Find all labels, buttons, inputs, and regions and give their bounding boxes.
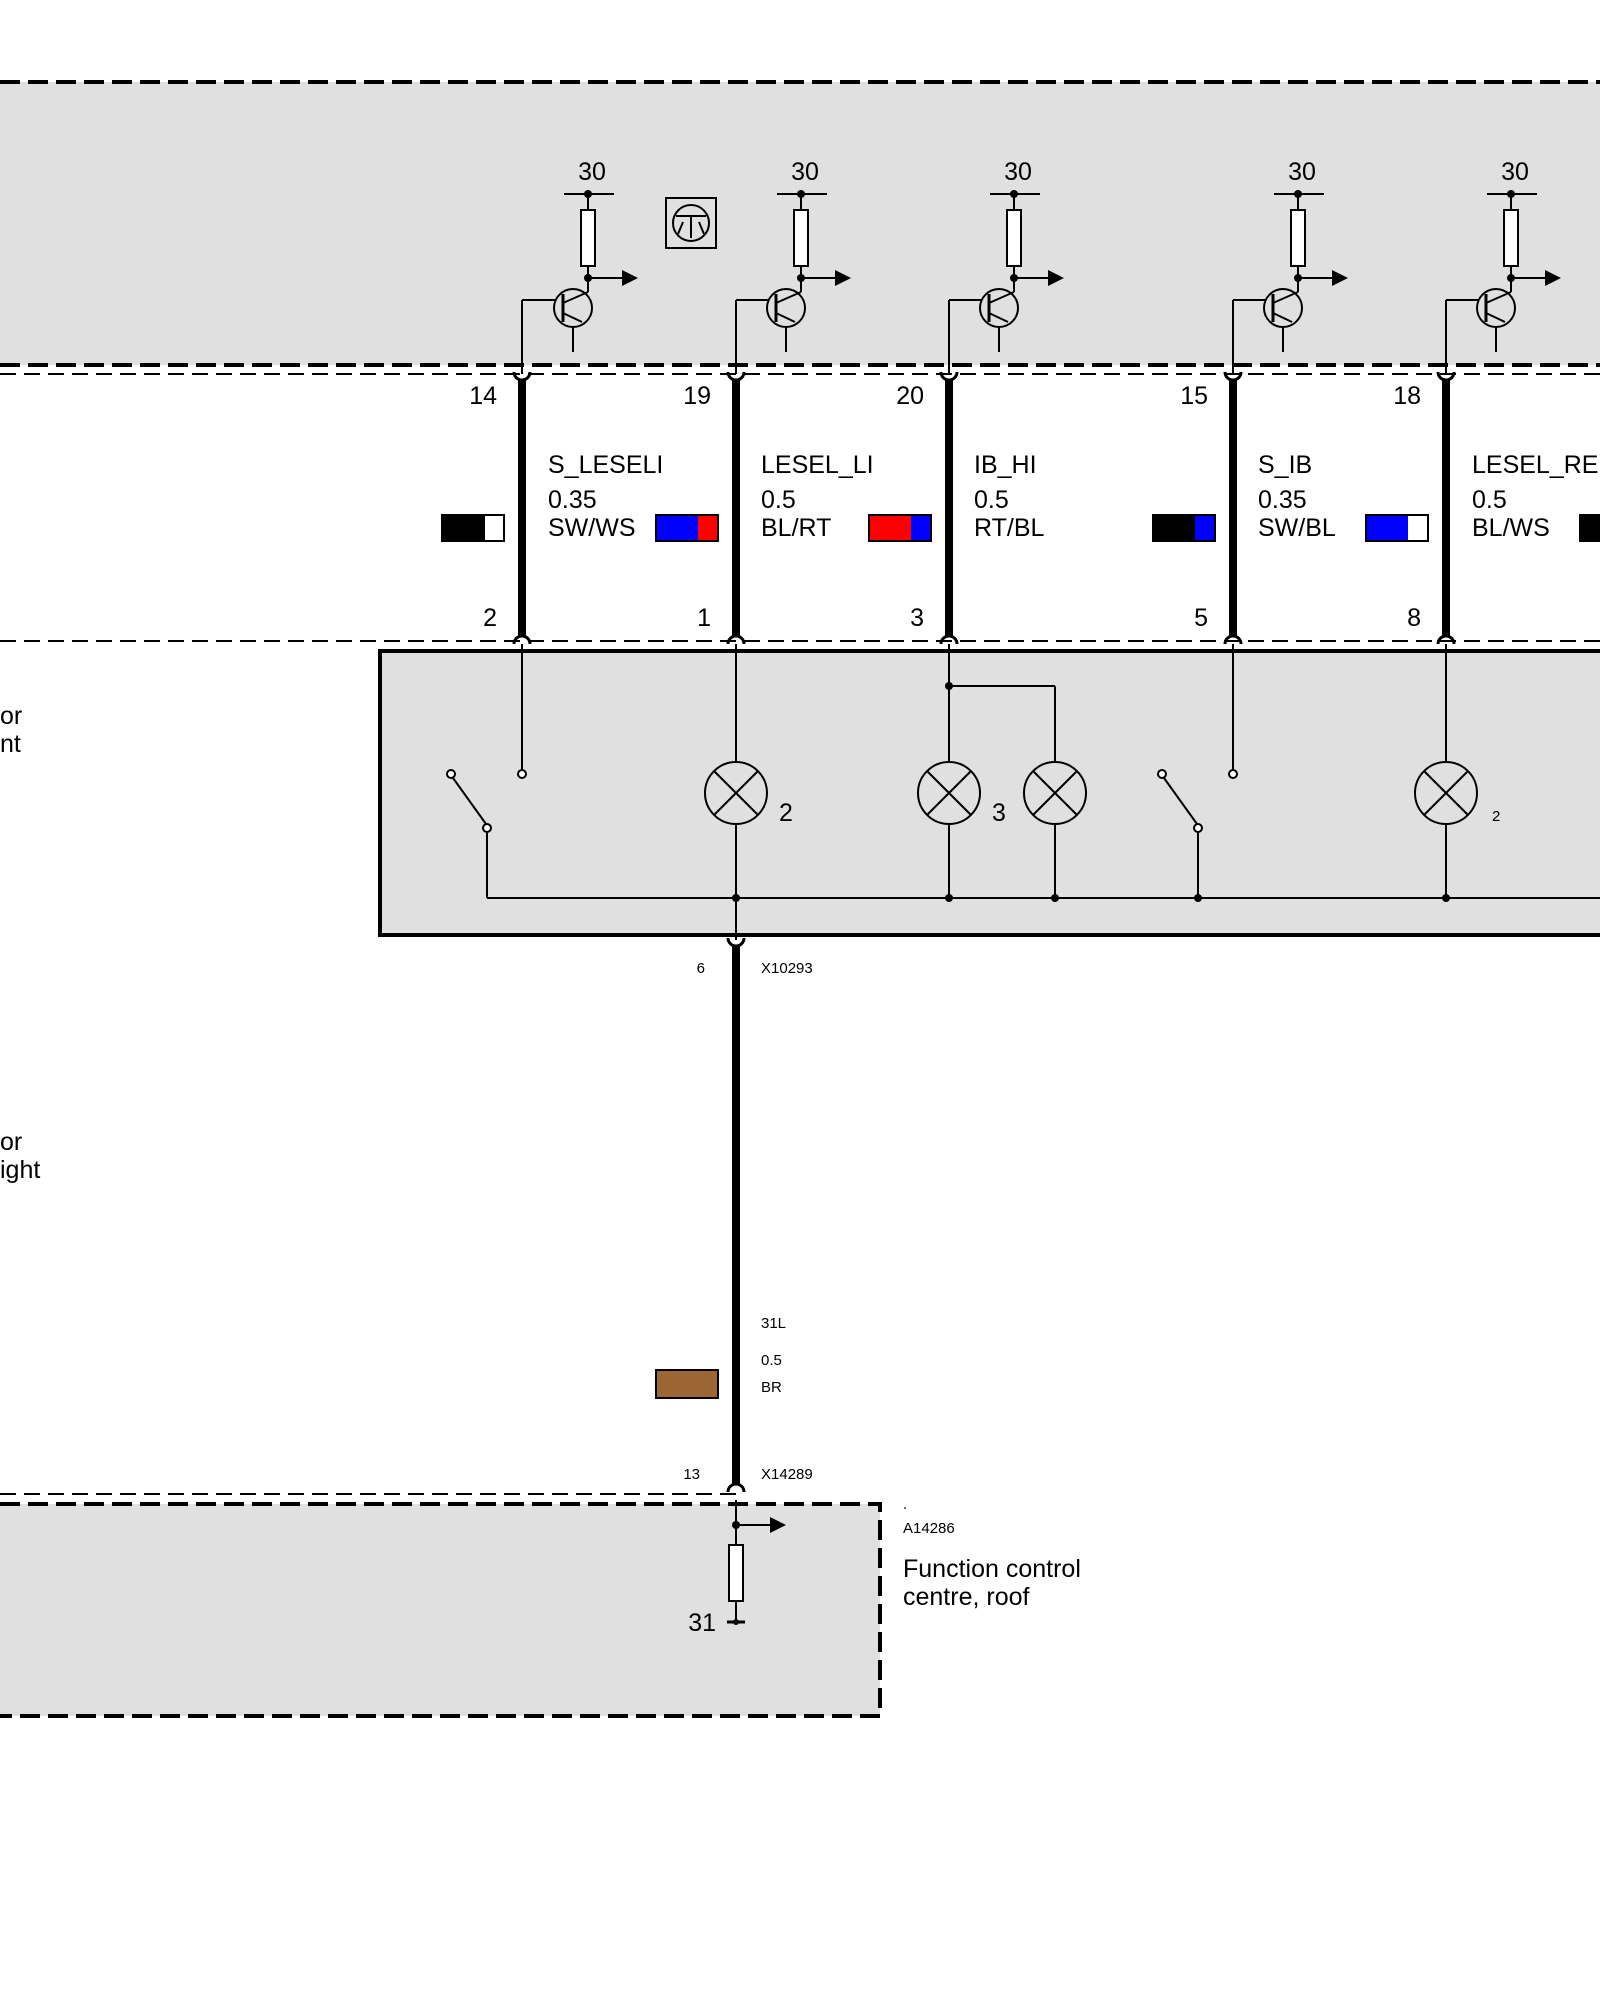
roof-module-box <box>0 1504 880 1716</box>
lamp-label-3: 3 <box>992 799 1006 827</box>
ground-color: BR <box>761 1379 782 1396</box>
wire-label-1: S_LESELI 0.35 SW/WS <box>548 451 663 542</box>
svg-text:S_IB: S_IB <box>1258 451 1312 479</box>
roof-module-name-line2: centre, roof <box>903 1583 1030 1611</box>
pin-bottom-1: 2 <box>483 604 497 632</box>
left-label-1-line1: or <box>0 702 22 730</box>
svg-text:LESEL_LI: LESEL_LI <box>761 451 874 479</box>
svg-text:LESEL_RE: LESEL_RE <box>1472 451 1598 479</box>
connector-x14289: X14289 <box>761 1466 813 1483</box>
svg-text:SW/WS: SW/WS <box>548 514 636 542</box>
driver-stage-3: 30 <box>948 158 1064 374</box>
color-swatch-1 <box>441 514 505 542</box>
driver-stage-2: 30 <box>735 158 851 374</box>
driver-stage-5: 30 <box>1445 158 1561 374</box>
light-module-circuit <box>446 644 1600 940</box>
pin-top-4: 15 <box>1180 382 1208 410</box>
color-swatch-5 <box>1365 514 1429 542</box>
terminal-30-label-2: 30 <box>791 158 819 186</box>
pin-top-5: 18 <box>1393 382 1421 410</box>
pin-bottom-5: 8 <box>1407 604 1421 632</box>
color-swatch-brown <box>655 1369 719 1399</box>
color-swatch-6 <box>1579 514 1600 542</box>
lamp-label-4: 2 <box>1492 808 1500 825</box>
pin-top-3: 20 <box>896 382 924 410</box>
pin-x10293: 6 <box>697 960 705 977</box>
roof-module-id: A14286 <box>903 1520 955 1537</box>
terminal-31-label: 31 <box>688 1609 716 1637</box>
roof-module-dot: . <box>903 1496 907 1513</box>
terminal-30-label-4: 30 <box>1288 158 1316 186</box>
wire-label-4: S_IB 0.35 SW/BL <box>1258 451 1336 542</box>
terminal-30-label-5: 30 <box>1501 158 1529 186</box>
lamp-label-2: 2 <box>779 799 793 827</box>
pin-bottom-3: 3 <box>910 604 924 632</box>
pin-x14289: 13 <box>683 1466 700 1483</box>
pin-top-1: 14 <box>469 382 497 410</box>
svg-text:IB_HI: IB_HI <box>974 451 1037 479</box>
light-module-box <box>378 649 1600 937</box>
roof-module-circuit <box>727 1500 786 1625</box>
color-swatch-2 <box>655 514 719 542</box>
svg-text:S_LESELI: S_LESELI <box>548 451 663 479</box>
left-label-1-line2: nt <box>0 730 21 758</box>
driver-stage-1: 30 <box>521 158 638 374</box>
left-label-2-line2: ight <box>0 1156 40 1184</box>
svg-text:0.5: 0.5 <box>1472 486 1507 514</box>
terminal-30-label-1: 30 <box>578 158 606 186</box>
driver-stage-4: 30 <box>1232 158 1348 374</box>
roof-module-name-line1: Function control <box>903 1555 1081 1583</box>
svg-text:BL/RT: BL/RT <box>761 514 831 542</box>
roof-module-border <box>0 1502 882 1718</box>
connector-arc-x10293 <box>726 937 746 948</box>
svg-text:0.5: 0.5 <box>761 486 796 514</box>
color-swatch-4 <box>1152 514 1216 542</box>
left-label-2-line1: or <box>0 1128 22 1156</box>
connector-x10293: X10293 <box>761 960 813 977</box>
electronic-module-icon <box>665 197 717 249</box>
svg-text:BL/WS: BL/WS <box>1472 514 1550 542</box>
wire-label-2: LESEL_LI 0.5 BL/RT <box>761 451 874 542</box>
wire-label-3: IB_HI 0.5 RT/BL <box>974 451 1044 542</box>
pin-bottom-4: 5 <box>1194 604 1208 632</box>
svg-text:0.5: 0.5 <box>974 486 1009 514</box>
pin-top-2: 19 <box>683 382 711 410</box>
wire-label-5: LESEL_RE 0.5 BL/WS <box>1472 451 1598 542</box>
pin-bottom-2: 1 <box>697 604 711 632</box>
terminal-30-label-3: 30 <box>1004 158 1032 186</box>
connector-arc-x14289 <box>726 1482 746 1493</box>
harness-wires <box>512 371 1456 645</box>
svg-text:0.35: 0.35 <box>1258 486 1307 514</box>
svg-text:SW/BL: SW/BL <box>1258 514 1336 542</box>
ground-gauge: 0.5 <box>761 1352 782 1369</box>
color-swatch-3 <box>868 514 932 542</box>
svg-text:0.35: 0.35 <box>548 486 597 514</box>
ground-signal: 31L <box>761 1315 786 1332</box>
svg-text:RT/BL: RT/BL <box>974 514 1044 542</box>
